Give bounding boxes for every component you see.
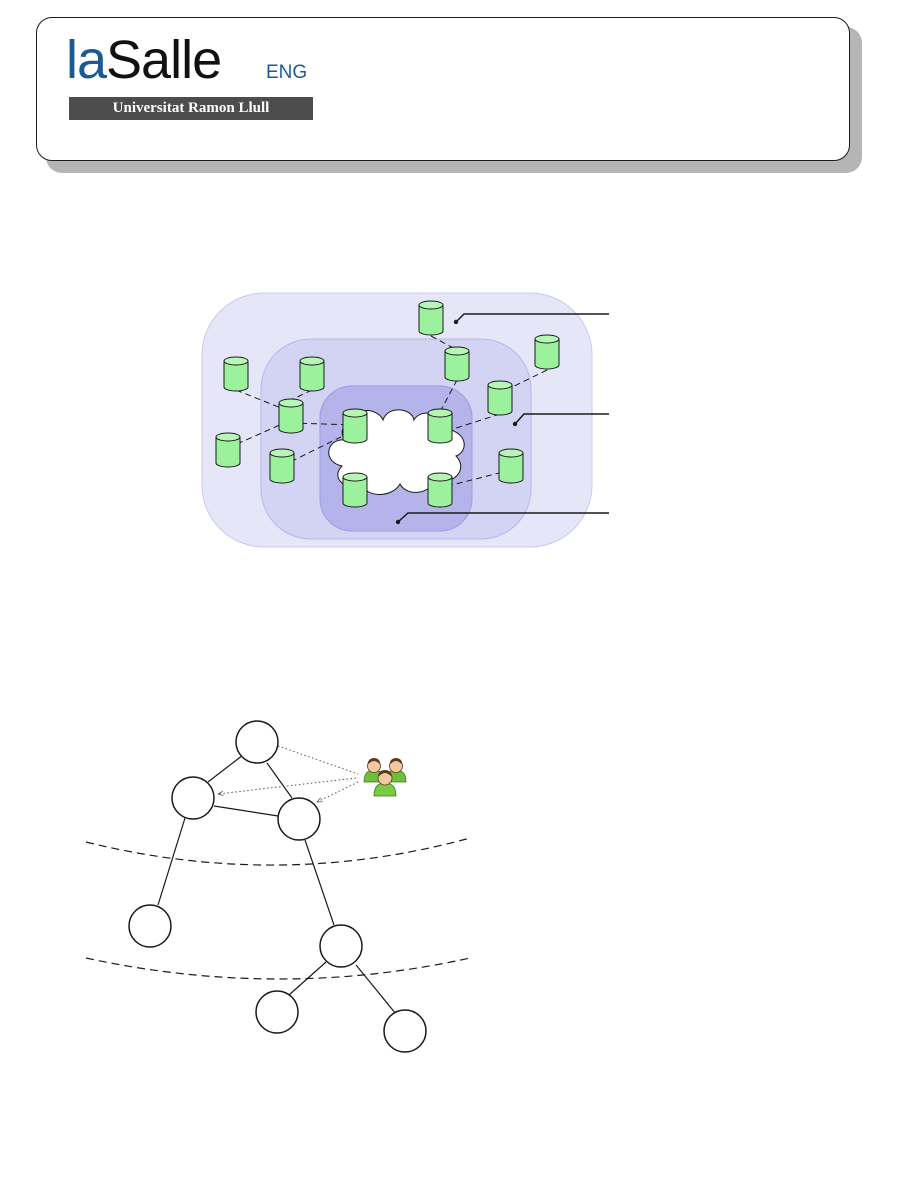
logo-eng: ENG: [266, 62, 308, 83]
tree-node: [128, 904, 172, 948]
database-icon: [427, 408, 453, 444]
header-box: [36, 17, 850, 161]
tree-figure: [85, 720, 471, 1053]
tree-node: [235, 720, 279, 764]
level-separator: [85, 837, 471, 866]
database-icon: [444, 346, 470, 382]
logo-salle: Salle: [106, 30, 222, 90]
database-icon: [299, 356, 325, 392]
university-bar: Universitat Ramon Llull: [69, 97, 313, 120]
user-group-icon: [363, 758, 407, 797]
tree-node: [383, 1009, 427, 1053]
tree-node: [171, 776, 215, 820]
database-icon: [418, 300, 444, 336]
tree-node: [319, 924, 363, 968]
database-icon: [342, 472, 368, 508]
user-request-arrows: [218, 745, 359, 803]
level-separator: [85, 957, 471, 980]
database-icon: [278, 398, 304, 434]
middle-zone-callout: [512, 413, 609, 427]
database-icon: [342, 408, 368, 444]
database-icon: [427, 472, 453, 508]
outer-zone-callout: [453, 313, 609, 325]
database-icon: [498, 448, 524, 484]
database-icon: [487, 380, 513, 416]
inner-zone-callout: [395, 512, 609, 525]
logo-la: la: [66, 30, 107, 90]
database-icon: [223, 356, 249, 392]
tree-node: [255, 990, 299, 1034]
network-zones-figure: [201, 292, 609, 548]
tree-edges: [157, 754, 397, 1015]
database-icon: [534, 334, 560, 370]
lasalle-logo: laSalle: [66, 28, 222, 92]
tree-node: [277, 797, 321, 841]
database-icon: [269, 448, 295, 484]
database-icon: [215, 432, 241, 468]
